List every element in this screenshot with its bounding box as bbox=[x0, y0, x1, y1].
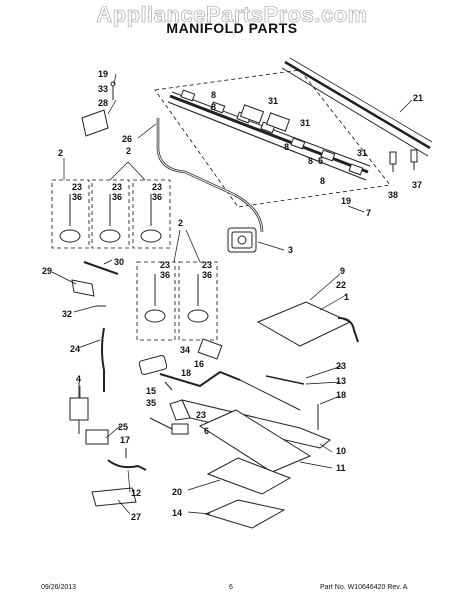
callout-22: 22 bbox=[336, 280, 346, 290]
callout-23-g: 23 bbox=[336, 361, 346, 371]
plate-14 bbox=[204, 499, 286, 529]
footer-date: 09/26/2013 bbox=[41, 584, 77, 591]
callout-20: 20 bbox=[172, 487, 182, 497]
valve-assembly-4 bbox=[69, 382, 109, 445]
callout-36-c: 36 bbox=[152, 192, 162, 202]
callout-26: 26 bbox=[122, 134, 132, 144]
callout-1: 1 bbox=[344, 292, 349, 302]
rail-part bbox=[281, 57, 433, 157]
callout-27: 27 bbox=[131, 512, 141, 522]
callout-14: 14 bbox=[172, 508, 182, 518]
pressure-regulator bbox=[227, 227, 257, 253]
callout-2-lower: 2 bbox=[178, 218, 183, 228]
callout-31-a: 31 bbox=[268, 96, 278, 106]
ignitor-switches bbox=[59, 194, 209, 323]
callout-5: 5 bbox=[318, 156, 323, 166]
callout-38: 38 bbox=[388, 190, 398, 200]
callout-21: 21 bbox=[413, 93, 423, 103]
callout-34: 34 bbox=[180, 345, 190, 355]
callout-18-left: 18 bbox=[181, 368, 191, 378]
callout-23-a: 23 bbox=[72, 182, 82, 192]
watermark-logo: AppliancePartsPros.com bbox=[96, 2, 368, 28]
callout-12: 12 bbox=[131, 488, 141, 498]
tube-30-bracket-29 bbox=[71, 261, 119, 307]
callout-37: 37 bbox=[412, 180, 422, 190]
page-title: MANIFOLD PARTS bbox=[166, 20, 298, 36]
callout-31-b: 31 bbox=[300, 118, 310, 128]
callout-19-mid: 19 bbox=[341, 196, 351, 206]
callout-4: 4 bbox=[76, 374, 81, 384]
callout-24: 24 bbox=[70, 344, 80, 354]
callout-8-b: 8 bbox=[211, 102, 216, 112]
callout-23-e: 23 bbox=[202, 260, 212, 270]
callout-8-d: 8 bbox=[308, 156, 313, 166]
thermocouple-tube bbox=[101, 327, 105, 392]
callout-10: 10 bbox=[336, 446, 346, 456]
manifold-valves bbox=[180, 89, 364, 176]
callout-35: 35 bbox=[146, 398, 156, 408]
callout-2-left: 2 bbox=[58, 148, 63, 158]
callout-36-b: 36 bbox=[112, 192, 122, 202]
bracket-28 bbox=[81, 81, 116, 137]
callout-23-c: 23 bbox=[152, 182, 162, 192]
callout-36-d: 36 bbox=[160, 270, 170, 280]
callout-15: 15 bbox=[146, 386, 156, 396]
callout-23-d: 23 bbox=[160, 260, 170, 270]
callout-2-upper: 2 bbox=[126, 146, 131, 156]
callout-3: 3 bbox=[288, 245, 293, 255]
footer-page-number: 6 bbox=[229, 584, 233, 591]
callout-19-top: 19 bbox=[98, 69, 108, 79]
burner-assembly bbox=[138, 338, 241, 435]
heat-shield-9 bbox=[256, 301, 352, 347]
callout-23-b: 23 bbox=[112, 182, 122, 192]
callout-8-a: 8 bbox=[211, 90, 216, 100]
lower-bracket-parts bbox=[91, 448, 147, 507]
callout-9: 9 bbox=[340, 266, 345, 276]
rail-fittings bbox=[389, 149, 418, 172]
callout-18-right: 18 bbox=[336, 390, 346, 400]
callout-8-c: 8 bbox=[284, 142, 289, 152]
footer-part-number: Part No. W10646420 Rev. A bbox=[320, 584, 408, 591]
callout-23-f: 23 bbox=[196, 410, 206, 420]
callout-17: 17 bbox=[120, 435, 130, 445]
callout-28: 28 bbox=[98, 98, 108, 108]
callout-29: 29 bbox=[42, 266, 52, 276]
plate-20 bbox=[206, 457, 292, 495]
callout-25: 25 bbox=[118, 422, 128, 432]
callout-13: 13 bbox=[336, 376, 346, 386]
ignitor-switch-boxes bbox=[51, 179, 218, 341]
igniter-wire-13 bbox=[265, 375, 305, 385]
callout-6: 6 bbox=[204, 426, 209, 436]
gas-supply-tube bbox=[156, 118, 264, 233]
bracket-11 bbox=[198, 409, 312, 473]
callout-8-e: 8 bbox=[320, 176, 325, 186]
callout-33: 33 bbox=[98, 84, 108, 94]
callout-labels: 19 33 28 26 2 2 23 36 23 36 23 36 2 23 3… bbox=[42, 69, 423, 522]
callout-16: 16 bbox=[194, 359, 204, 369]
callout-31-c: 31 bbox=[357, 148, 367, 158]
leader-lines bbox=[51, 73, 413, 515]
manifold-assembly-outline bbox=[154, 69, 391, 208]
callout-11: 11 bbox=[336, 463, 346, 473]
callout-36-a: 36 bbox=[72, 192, 82, 202]
callout-36-e: 36 bbox=[202, 270, 212, 280]
callout-7: 7 bbox=[366, 208, 371, 218]
callout-30: 30 bbox=[114, 257, 124, 267]
callout-32: 32 bbox=[62, 309, 72, 319]
